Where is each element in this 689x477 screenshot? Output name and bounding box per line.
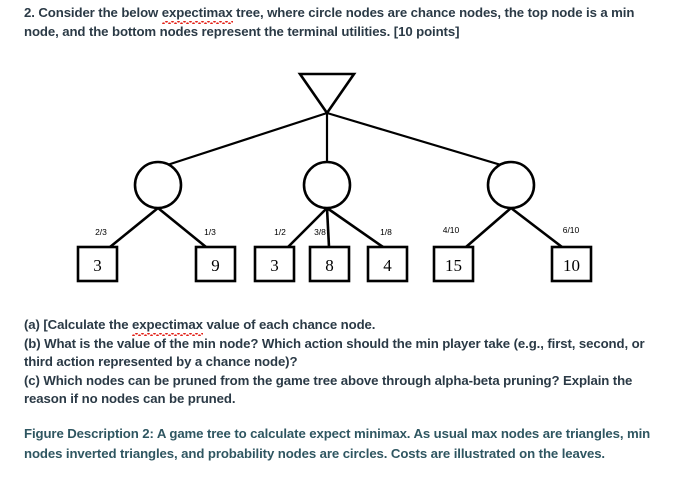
- leaf-box-4: [308, 245, 351, 283]
- edge-chance1-leaf1: [109, 206, 159, 249]
- probability-label-1-3: 1/3: [204, 227, 216, 237]
- spellcheck-misspelling-expectimax-part-a: expectimax: [132, 316, 203, 335]
- leaf-node-5: 4: [366, 245, 409, 283]
- probability-label-2-3: 2/3: [95, 227, 107, 237]
- leaf-value-5: 4: [383, 256, 392, 275]
- misspelled-word: expectimax: [161, 5, 233, 20]
- leaf-node-7: 10: [550, 245, 593, 283]
- leaf-value-2: 9: [211, 256, 220, 275]
- probability-label-1-8: 1/8: [380, 227, 392, 237]
- probability-label-3-8: 3/8: [314, 227, 326, 237]
- part-a-text-after: value of each chance node.: [202, 317, 376, 332]
- probability-labels: 2/3 1/3 1/2 3/8 1/8 4/10 6/10: [95, 225, 579, 237]
- terminal-utility-boxes: 3 9 3 8 4: [76, 245, 593, 283]
- leaf-value-7: 10: [563, 256, 580, 275]
- part-a-text-before: (a) [Calculate the: [24, 317, 133, 332]
- edge-chance2-leaf3: [287, 207, 328, 248]
- leaf-value-6: 15: [445, 256, 462, 275]
- figure-description: Figure Description 2: A game tree to cal…: [24, 426, 651, 461]
- leaf-box-5: [366, 245, 409, 283]
- edge-chance2-leaf4: [325, 207, 331, 248]
- question-part-b: (b) What is the value of the min node? W…: [24, 335, 645, 370]
- leaf-box-2: [194, 245, 237, 283]
- edge-chance2-leaf5: [326, 206, 384, 249]
- edge-chance3-leaf6: [465, 207, 512, 248]
- chance-node-3: [486, 160, 536, 210]
- leaf-box-1: [76, 245, 119, 283]
- leaf-box-3: [253, 245, 296, 283]
- leaf-node-4: 8: [308, 245, 351, 283]
- misspelled-word: expectimax: [132, 317, 203, 332]
- question-stem-text-after: tree, where circle nodes are chance node…: [24, 5, 635, 39]
- leaf-node-6: 15: [432, 245, 475, 283]
- leaf-box-7: [550, 245, 593, 283]
- edges-min-to-chance: [157, 111, 512, 170]
- edges-chance-3-to-leaves: [465, 206, 563, 249]
- question-stem: 2. Consider the below expectimax tree, w…: [24, 4, 644, 41]
- min-node-triangle: [297, 72, 357, 116]
- expectimax-tree-diagram: 2/3 1/3 1/2 3/8 1/8 4/10 6/10 3 9: [0, 60, 689, 300]
- question-parts: (a) [Calculate the expectimax value of e…: [24, 316, 664, 409]
- leaf-value-3: 3: [270, 256, 279, 275]
- leaf-node-2: 9: [194, 245, 237, 283]
- leaf-value-4: 8: [325, 256, 334, 275]
- leaf-node-1: 3: [76, 245, 119, 283]
- leaf-node-3: 3: [253, 245, 296, 283]
- leaf-box-6: [432, 245, 475, 283]
- probability-label-6-10: 6/10: [563, 225, 580, 235]
- edge-min-to-chance-3: [326, 111, 512, 170]
- edge-chance3-leaf7: [510, 206, 563, 249]
- probability-label-1-2: 1/2: [274, 227, 286, 237]
- leaf-value-1: 3: [93, 256, 102, 275]
- chance-node-2: [302, 160, 352, 210]
- question-part-c: (c) Which nodes can be pruned from the g…: [24, 372, 633, 407]
- edges-chance-2-to-leaves: [287, 206, 384, 249]
- spellcheck-misspelling-expectimax: expectimax: [161, 4, 233, 23]
- edges-chance-1-to-leaves: [109, 206, 207, 249]
- probability-label-4-10: 4/10: [443, 225, 460, 235]
- question-stem-text-before: 2. Consider the below: [24, 5, 162, 20]
- question-part-a: (a) [Calculate the expectimax value of e…: [24, 316, 664, 335]
- chance-node-1: [133, 160, 183, 210]
- edge-min-to-chance-1: [157, 111, 328, 170]
- edge-chance1-leaf2: [157, 206, 207, 249]
